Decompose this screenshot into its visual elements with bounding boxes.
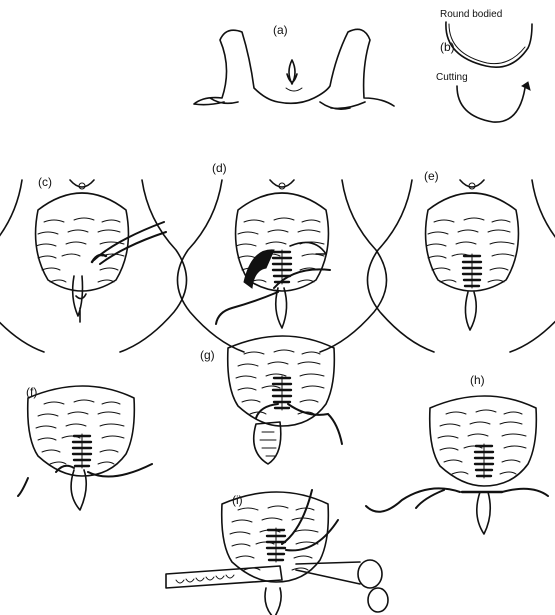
- thread-h-left: [366, 488, 460, 511]
- scissor-ring-1: [358, 560, 382, 588]
- needle-holder-serrations: [176, 575, 234, 583]
- cutting-needle-tip: [522, 82, 530, 90]
- panel-e: [367, 180, 555, 352]
- perineal-line: [286, 88, 302, 91]
- panel-b-needles: Round bodied (b) Cutting: [436, 9, 532, 122]
- arrow-right-d: [290, 242, 326, 254]
- panel-label-c: (c): [38, 175, 52, 189]
- panel-g: [228, 336, 342, 464]
- wound-d: [276, 288, 287, 328]
- panel-label-h: (h): [470, 373, 485, 387]
- wound-i: [265, 588, 281, 615]
- panel-label-a: (a): [273, 23, 288, 37]
- needle-holder-jaw: [166, 566, 282, 588]
- thread-h-right: [502, 489, 548, 496]
- panel-i: [166, 490, 388, 615]
- wound-c: [73, 276, 86, 322]
- vulva-outline: [287, 60, 297, 84]
- panel-a: (a): [194, 23, 394, 109]
- thread-f-end: [18, 478, 28, 496]
- panel-f: [18, 386, 152, 510]
- thread-i: [282, 490, 338, 550]
- panel-label-g: (g): [200, 348, 215, 362]
- round-bodied-needle-inner: [449, 24, 525, 64]
- wound-g-sutures: [260, 432, 276, 456]
- needle-label-cutting: Cutting: [436, 72, 468, 83]
- scissor-ring-2: [368, 588, 388, 612]
- panel-h: [366, 396, 548, 534]
- panel-label-i: (i): [232, 493, 243, 507]
- panel-label-d: (d): [212, 161, 227, 175]
- wound-h: [477, 492, 490, 534]
- panel-label-f: (f): [26, 385, 37, 399]
- needle-label-round-bodied: Round bodied: [440, 9, 502, 20]
- wound-e: [465, 292, 476, 330]
- panel-c: [0, 180, 187, 352]
- thread-d: [216, 269, 330, 324]
- panel-d: [177, 180, 386, 352]
- panel-label-e: (e): [424, 169, 439, 183]
- lithotomy-outline: [194, 29, 394, 109]
- cutting-needle: [457, 86, 525, 122]
- round-bodied-needle: [446, 22, 532, 67]
- wound-g: [254, 422, 281, 464]
